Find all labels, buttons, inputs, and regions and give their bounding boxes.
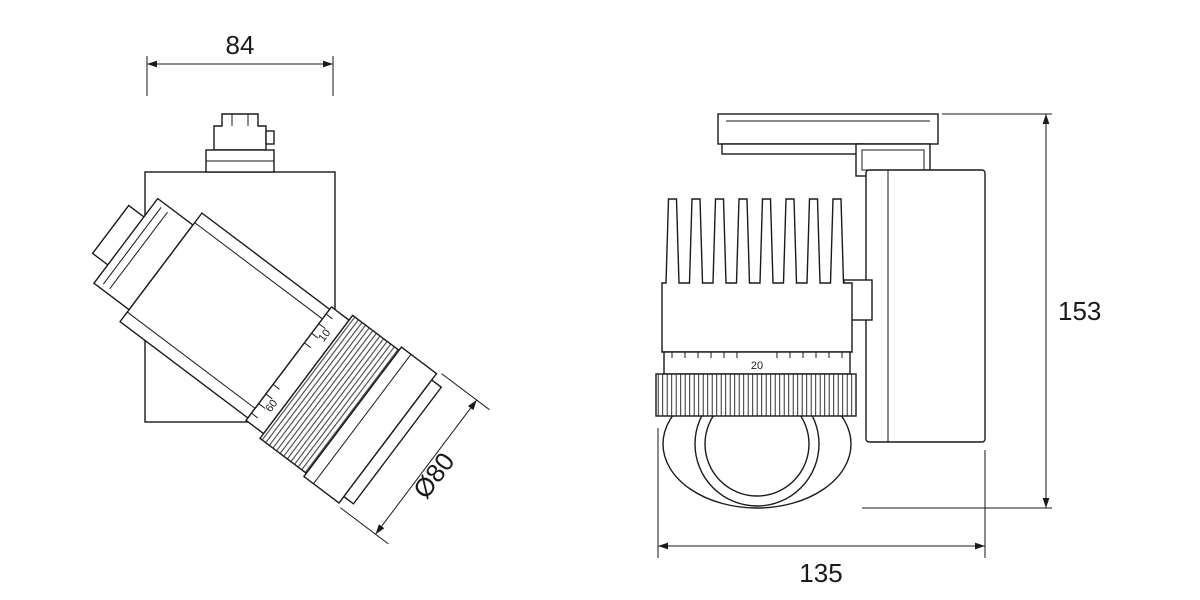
scale-tick bbox=[318, 323, 326, 329]
track-adapter-side bbox=[205, 113, 275, 173]
scale-mark-front-label: 20 bbox=[751, 360, 763, 372]
rear-cap-step bbox=[109, 211, 168, 290]
scale-mark-upper-label: 10 bbox=[316, 327, 333, 344]
dim-line bbox=[375, 399, 478, 535]
rear-cap-step bbox=[102, 207, 162, 285]
body-accent-line bbox=[126, 311, 256, 409]
adapter-body bbox=[717, 113, 939, 145]
scale-tick bbox=[265, 393, 273, 400]
bracket-housing bbox=[865, 169, 986, 443]
scale-tick bbox=[272, 384, 280, 390]
adapter-latch bbox=[265, 130, 275, 145]
scale-tick bbox=[304, 342, 312, 349]
scale-tick bbox=[325, 313, 333, 320]
mount-bracket bbox=[843, 169, 986, 443]
focus-scale-band: 10 60 bbox=[245, 305, 351, 435]
adapter-lip bbox=[721, 143, 863, 155]
scale-mark-lower-label: 60 bbox=[263, 398, 280, 415]
right-view: 20 153 135 bbox=[655, 113, 1101, 588]
dim-body-width-label: 84 bbox=[226, 30, 255, 60]
heatsink bbox=[661, 198, 853, 353]
dim-body-width: 84 bbox=[146, 30, 334, 96]
scale-tick bbox=[258, 403, 266, 409]
dim-extension-line bbox=[340, 507, 389, 545]
body-accent-line bbox=[194, 222, 323, 320]
dim-lens-diameter-label: Ø80 bbox=[407, 447, 461, 504]
focus-scale-band-front: 20 bbox=[663, 351, 851, 375]
left-view: 84 bbox=[91, 30, 490, 545]
adapter-plug bbox=[213, 113, 267, 151]
dim-overall-height-label: 153 bbox=[1058, 296, 1101, 326]
dim-overall-height: 153 bbox=[862, 113, 1101, 509]
dim-overall-depth-label: 135 bbox=[799, 558, 842, 588]
scale-tick bbox=[311, 332, 319, 339]
dim-overall-depth: 135 bbox=[657, 428, 986, 588]
focus-ring-knurl-front bbox=[655, 373, 857, 417]
dim-extension-line bbox=[441, 373, 490, 411]
lamp-assembly: 10 60 Ø80 bbox=[91, 197, 490, 545]
bezel-step bbox=[313, 354, 412, 485]
scale-tick bbox=[251, 412, 259, 419]
